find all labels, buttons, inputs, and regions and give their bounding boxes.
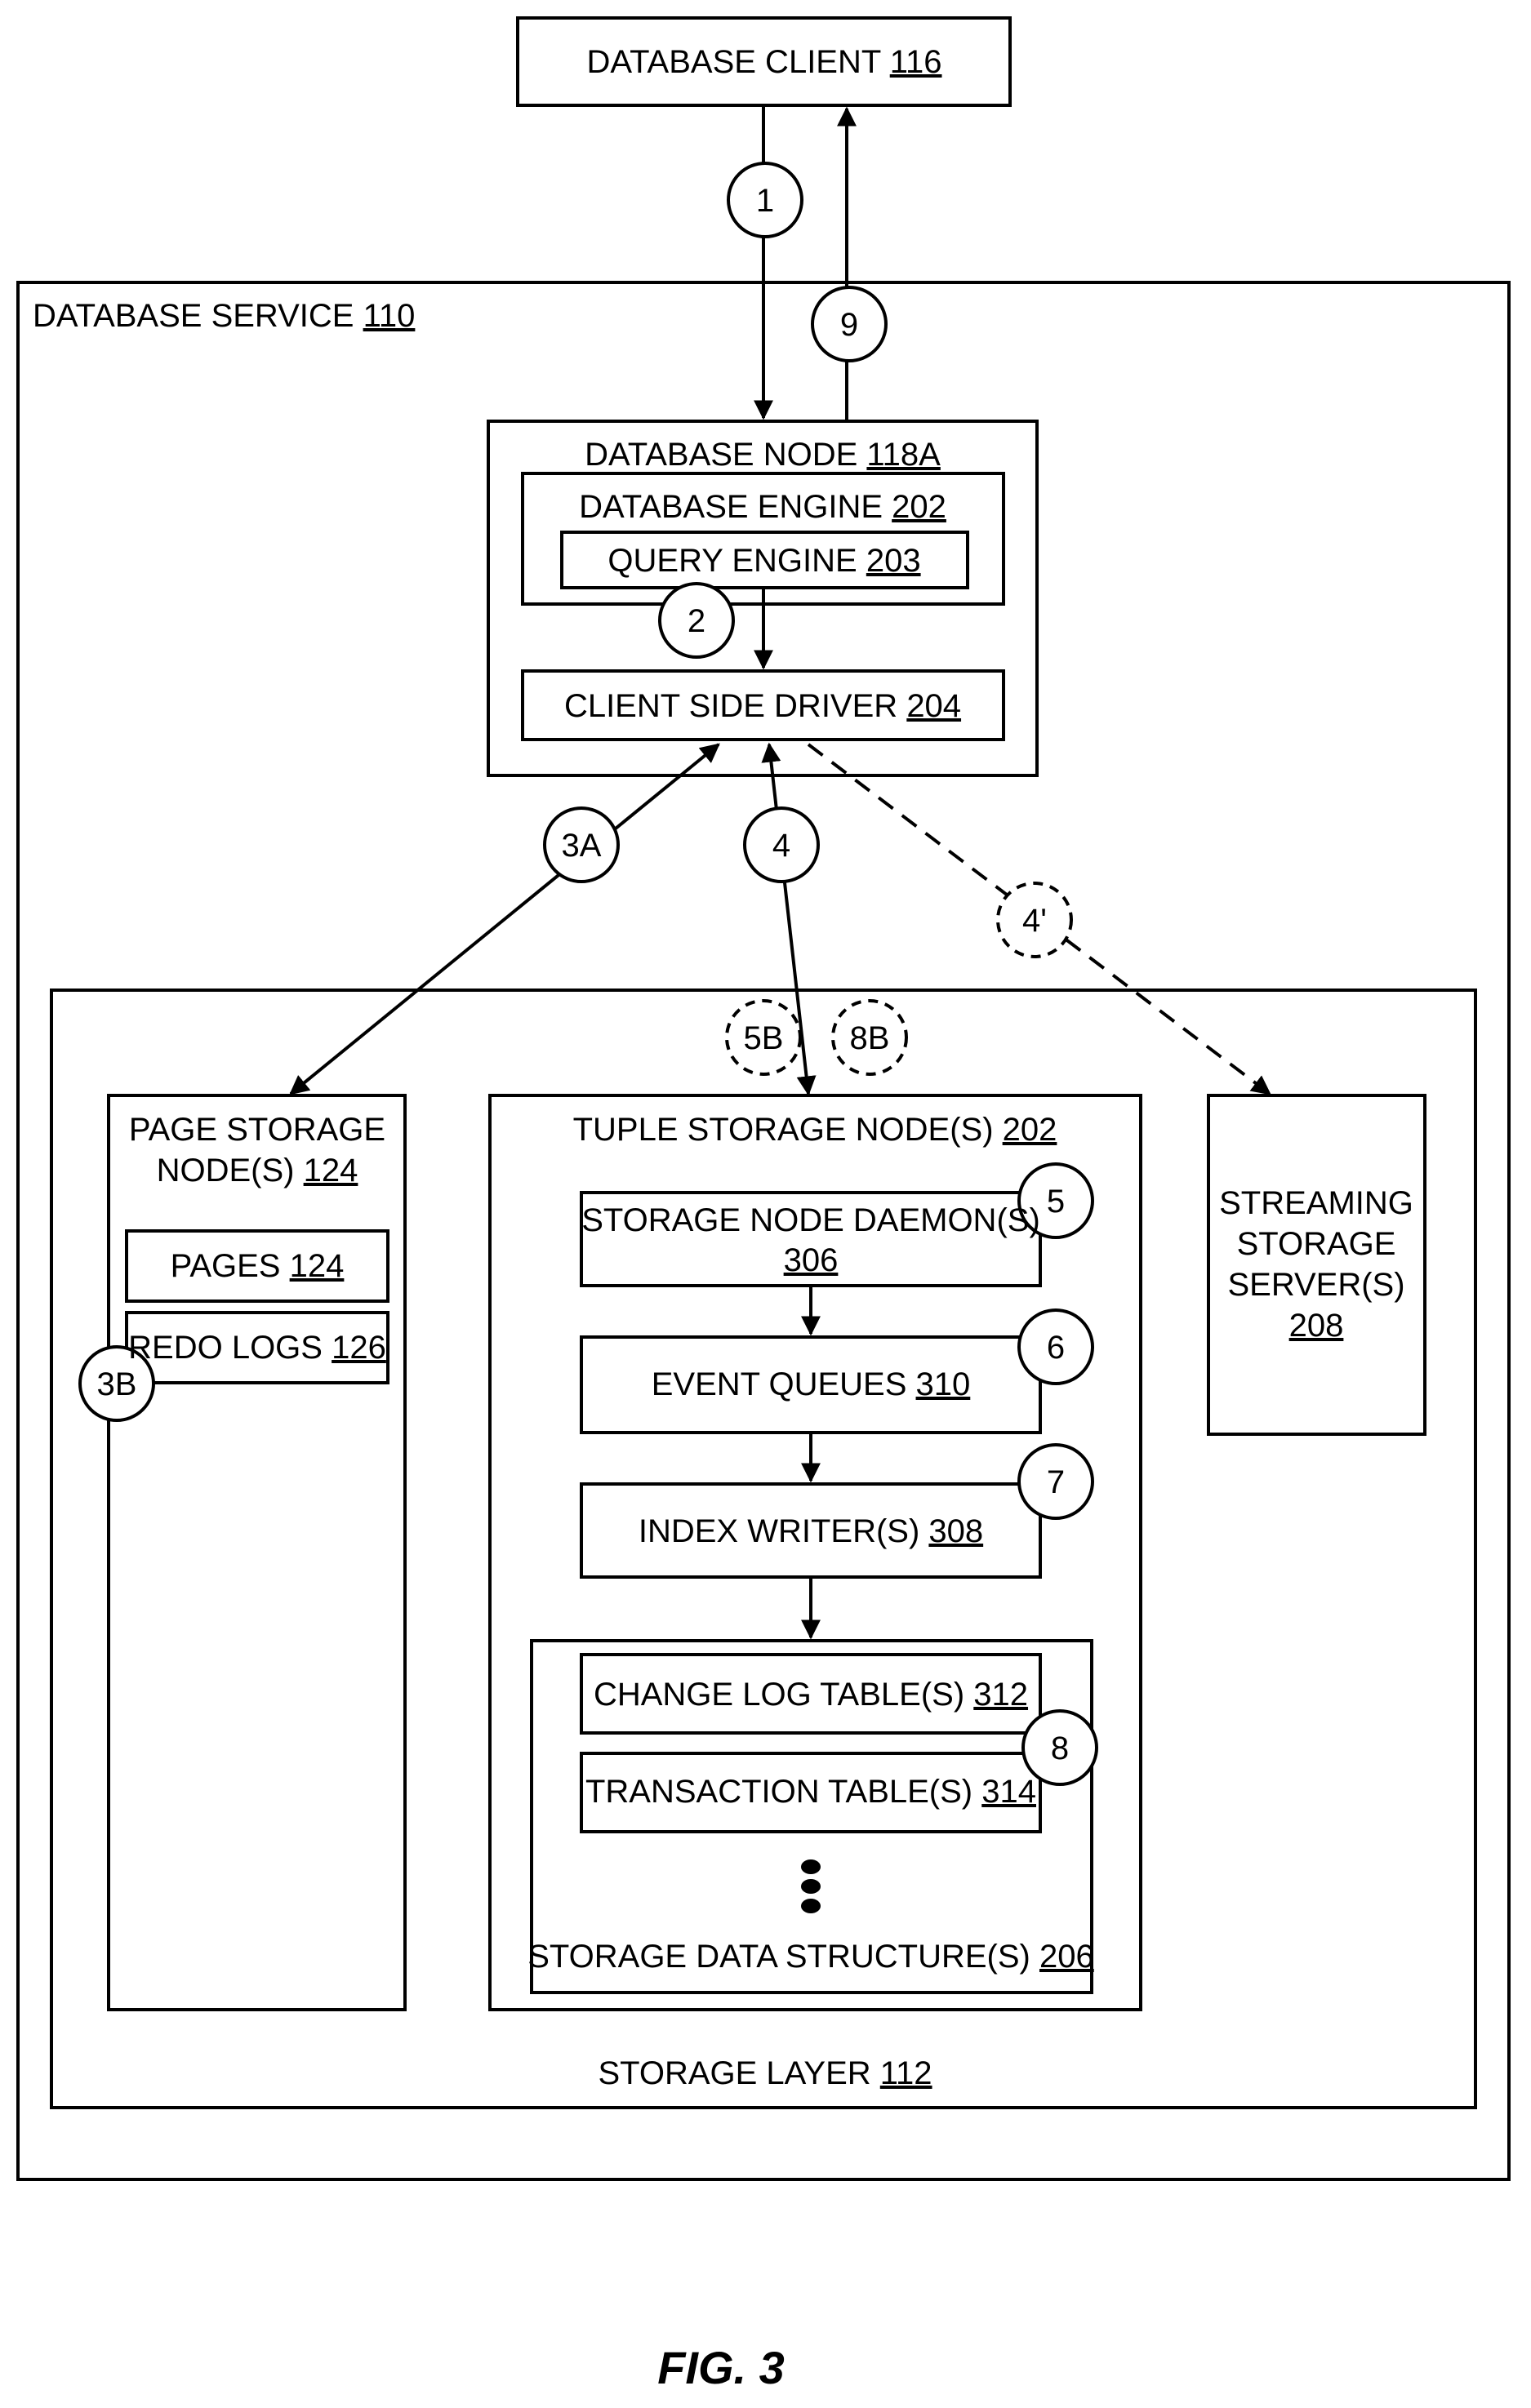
query-engine-label: QUERY ENGINE 203 — [608, 543, 920, 579]
step-4-label: 4 — [772, 828, 790, 864]
database-node-label: DATABASE NODE 118A — [585, 437, 941, 473]
ellipsis-dot — [801, 1859, 821, 1874]
streaming-storage-ref: 208 — [1289, 1308, 1344, 1344]
change-log-tables-label: CHANGE LOG TABLE(S) 312 — [594, 1677, 1028, 1713]
storage-node-daemons-label-line1: STORAGE NODE DAEMON(S) — [581, 1202, 1040, 1238]
storage-data-structures-label: STORAGE DATA STRUCTURE(S) 206 — [527, 1939, 1093, 1975]
step-5-label: 5 — [1047, 1184, 1065, 1220]
step-4-prime-label: 4' — [1022, 903, 1047, 939]
database-service-label: DATABASE SERVICE 110 — [33, 298, 415, 334]
streaming-storage-servers-box — [1208, 1095, 1425, 1434]
streaming-storage-label-line3: SERVER(S) — [1227, 1267, 1404, 1303]
client-side-driver-label: CLIENT SIDE DRIVER 204 — [564, 688, 961, 724]
storage-node-daemons-ref: 306 — [784, 1242, 839, 1278]
storage-layer-label: STORAGE LAYER 112 — [598, 2055, 932, 2091]
database-engine-label: DATABASE ENGINE 202 — [579, 489, 946, 525]
transaction-tables-label: TRANSACTION TABLE(S) 314 — [585, 1774, 1036, 1810]
page-storage-nodes-label-line2: NODE(S) 124 — [157, 1153, 358, 1188]
redo-logs-label: REDO LOGS 126 — [128, 1330, 386, 1366]
step-7-label: 7 — [1047, 1464, 1065, 1500]
streaming-storage-label-line1: STREAMING — [1219, 1185, 1413, 1221]
pages-label: PAGES 124 — [171, 1248, 345, 1284]
step-5b-label: 5B — [744, 1020, 784, 1056]
driver-page-storage-arrow — [291, 744, 719, 1094]
page-storage-nodes-label-line1: PAGE STORAGE — [129, 1112, 385, 1148]
streaming-storage-label-line2: STORAGE — [1237, 1226, 1396, 1262]
database-client-label: DATABASE CLIENT 116 — [586, 44, 941, 80]
step-3b-label: 3B — [97, 1366, 137, 1402]
step-3a-label: 3A — [562, 828, 602, 864]
ellipsis-dot — [801, 1899, 821, 1913]
step-9-label: 9 — [840, 307, 858, 343]
step-2-label: 2 — [688, 603, 705, 639]
step-1-label: 1 — [756, 183, 774, 219]
step-8b-label: 8B — [850, 1020, 890, 1056]
index-writers-label: INDEX WRITER(S) 308 — [639, 1513, 983, 1549]
figure-label: FIG. 3 — [657, 2342, 785, 2393]
event-queues-label: EVENT QUEUES 310 — [652, 1366, 971, 1402]
step-8-label: 8 — [1051, 1730, 1069, 1766]
ellipsis-dot — [801, 1879, 821, 1894]
step-6-label: 6 — [1047, 1330, 1065, 1366]
tuple-storage-nodes-label: TUPLE STORAGE NODE(S) 202 — [573, 1112, 1057, 1148]
